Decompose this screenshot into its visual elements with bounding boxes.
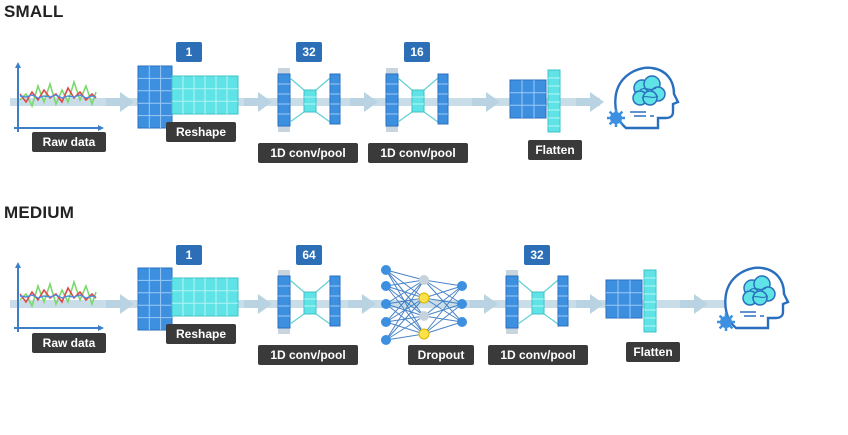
filter-badge (404, 42, 430, 62)
flatten-label: Flatten (633, 345, 672, 359)
section-title-small: SMALL (4, 2, 64, 21)
conv-pool-block (385, 67, 449, 133)
filter-badge (296, 245, 322, 265)
arrow-icon (350, 92, 378, 112)
reshape-block (137, 267, 239, 331)
filter-badge (176, 245, 202, 265)
brain-head-icon (724, 266, 790, 330)
dropout-label: Dropout (418, 348, 465, 362)
arrow-icon (348, 294, 376, 314)
filter-count: 1 (186, 248, 193, 262)
raw-data-label: Raw data (43, 135, 96, 149)
conv-pool-label: 1D conv/pool (270, 348, 345, 362)
filter-badge (296, 42, 322, 62)
conv-pool-block (505, 269, 569, 335)
conv-pool-label: 1D conv/pool (380, 146, 455, 160)
filter-count: 32 (530, 248, 544, 262)
filter-badge (176, 42, 202, 62)
raw-data-label-bg (32, 132, 106, 152)
conv-pool-label: 1D conv/pool (500, 348, 575, 362)
flatten-label: Flatten (535, 143, 574, 157)
flatten-block (605, 269, 657, 333)
filter-count: 64 (302, 248, 316, 262)
raw-data-label: Raw data (43, 336, 96, 350)
filter-count: 1 (186, 45, 193, 59)
conv-pool-block (277, 269, 341, 335)
neural-network-icon (381, 265, 467, 345)
conv-pool-label: 1D conv/pool (270, 146, 345, 160)
section-title-medium: MEDIUM (4, 203, 75, 222)
reshape-label: Reshape (176, 125, 226, 139)
arrow-icon (576, 294, 604, 314)
conv-pool-block (277, 67, 341, 133)
arrow-icon (244, 92, 272, 112)
filter-badge (524, 245, 550, 265)
line-chart-icon (13, 261, 105, 333)
filter-count: 32 (302, 45, 316, 59)
arrow-icon (680, 294, 708, 314)
line-chart-icon (13, 61, 105, 133)
small-pipeline: Raw data 1 Reshape 32 1D conv/pool 16 1D… (10, 42, 680, 163)
medium-pipeline: Raw data 1 Reshape 64 1D conv/pool (10, 245, 790, 365)
arrow-icon (472, 92, 500, 112)
flatten-block (509, 69, 561, 133)
gear-icon (715, 311, 737, 333)
arrow-icon (106, 92, 134, 112)
filter-count: 16 (410, 45, 424, 59)
gear-icon (605, 107, 627, 129)
arrow-icon (244, 294, 272, 314)
arrow-icon (470, 294, 498, 314)
reshape-label: Reshape (176, 327, 226, 341)
arrow-icon (576, 92, 604, 112)
arrow-icon (106, 294, 134, 314)
reshape-block (137, 65, 239, 129)
